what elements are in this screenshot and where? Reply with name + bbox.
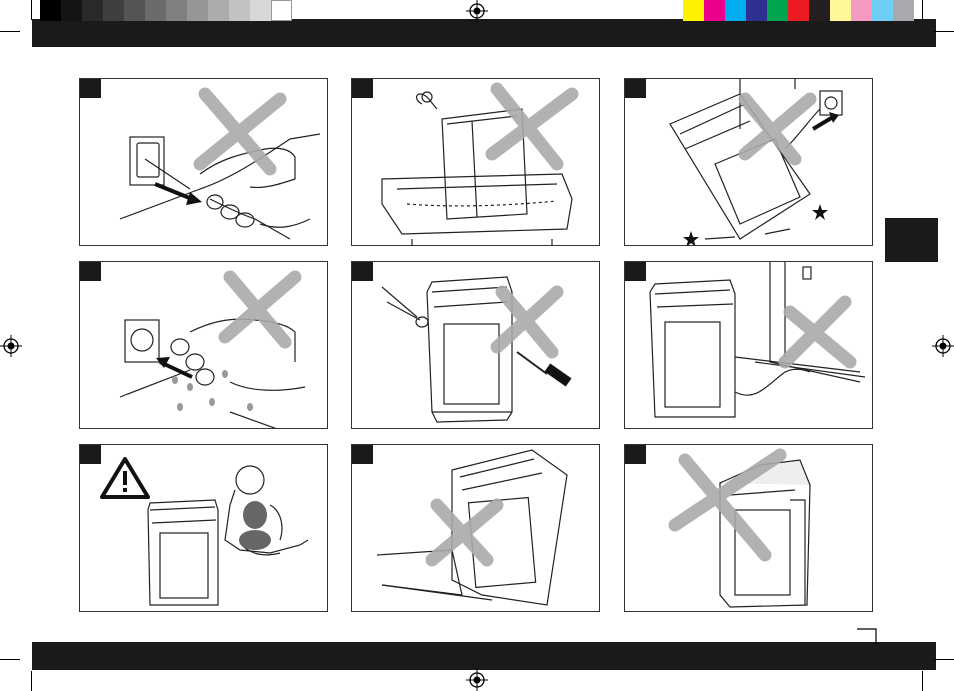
color-swatch [830,0,851,21]
unplug-by-cord-illustration [80,79,328,246]
gray-swatch [61,0,82,21]
color-calibration-strip [683,0,914,21]
no-cord-under-door-illustration [625,262,873,429]
panel-unplug-by-cord [79,78,328,246]
registration-mark-left [0,335,22,357]
panel-no-tools-disassembly [351,261,600,429]
panel-no-wet-hands-plug [79,261,328,429]
crop-mark [922,671,923,691]
color-swatch [767,0,788,21]
bottom-footer-bar [32,642,936,670]
crop-mark [922,0,923,20]
gray-swatch [229,0,250,21]
color-swatch [788,0,809,21]
panel-no-cord-under-door [624,261,873,429]
no-tilt-while-plugged-illustration [625,79,873,246]
no-water-immersion-illustration [352,79,600,246]
gray-swatch [103,0,124,21]
gray-swatch [40,0,61,21]
no-tools-disassembly-illustration [352,262,600,429]
crop-mark [31,671,32,691]
no-uneven-surface-illustration [352,445,600,612]
gray-swatch [124,0,145,21]
gray-swatch [271,0,292,21]
gray-swatch [82,0,103,21]
panel-no-uneven-surface [351,444,600,612]
gray-swatch [145,0,166,21]
panel-no-cover-unit [624,444,873,612]
color-swatch [683,0,704,21]
crop-mark [934,31,954,32]
panel-child-warning [79,444,328,612]
color-swatch [809,0,830,21]
crop-mark [0,31,20,32]
panel-no-water-immersion [351,78,600,246]
no-cover-unit-illustration [625,445,873,612]
crop-mark [0,659,20,660]
top-header-bar [32,19,936,47]
registration-mark-bottom [466,669,488,691]
color-swatch [872,0,893,21]
panel-no-tilt-while-plugged [624,78,873,246]
child-warning-illustration [80,445,328,612]
no-wet-hands-plug-illustration [80,262,328,429]
gray-swatch [187,0,208,21]
gray-swatch [250,0,271,21]
gray-swatch [208,0,229,21]
page-number-corner [855,624,879,644]
color-swatch [893,0,914,21]
grayscale-calibration-strip [40,0,292,21]
crop-mark [934,659,954,660]
section-tab [885,218,938,262]
color-swatch [746,0,767,21]
color-swatch [725,0,746,21]
registration-mark-top [466,0,488,22]
registration-mark-right [932,335,954,357]
color-swatch [704,0,725,21]
gray-swatch [166,0,187,21]
crop-mark [31,0,32,20]
color-swatch [851,0,872,21]
